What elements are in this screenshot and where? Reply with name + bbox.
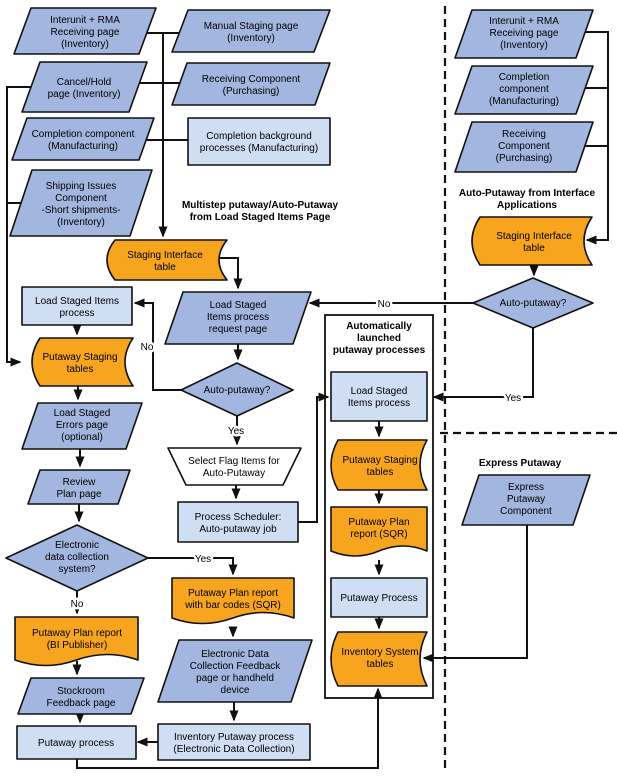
auto-launched-container bbox=[324, 314, 434, 699]
node-edc-feedback-page bbox=[157, 639, 313, 703]
edge-scheduler-to-container-process bbox=[298, 392, 330, 523]
node-putaway-plan-report-bi-publisher bbox=[14, 616, 139, 667]
node-shipping-issues-component bbox=[9, 169, 153, 237]
edge-label-yes-right: Yes bbox=[505, 393, 521, 404]
node-process-scheduler bbox=[177, 501, 299, 543]
node-load-staged-items-process-container bbox=[330, 371, 428, 422]
edge-label-no-right: No bbox=[378, 299, 391, 310]
node-manual-staging-page bbox=[171, 9, 331, 53]
node-interunit-rma-receiving-right bbox=[454, 9, 594, 59]
node-staging-interface-table-left bbox=[106, 239, 228, 281]
node-select-flag-items bbox=[167, 447, 302, 486]
node-completion-background-processes bbox=[187, 117, 331, 166]
node-review-plan-page bbox=[27, 469, 131, 505]
node-receiving-component-left-label: Receiving Component(Purchasing) bbox=[202, 74, 301, 97]
node-inventory-putaway-process bbox=[157, 723, 311, 761]
node-putaway-process-container-label: Putaway Process bbox=[340, 593, 417, 604]
node-manual-staging-page-label: Manual Staging page(Inventory) bbox=[204, 21, 299, 44]
node-putaway-plan-report-bi-publisher-label: Putaway Plan report(BI Publisher) bbox=[32, 628, 122, 651]
node-putaway-process-left-label: Putaway process bbox=[38, 738, 114, 749]
node-putaway-process-container bbox=[330, 577, 428, 618]
edge-label-no-edc: No bbox=[71, 599, 84, 610]
node-completion-component-left bbox=[11, 117, 155, 161]
edge-yes-r-to-container-process bbox=[432, 328, 534, 402]
node-load-staged-errors-page bbox=[21, 402, 143, 450]
node-completion-component-left-label: Completion component(Manufacturing) bbox=[32, 129, 135, 152]
decision-auto-putaway-right bbox=[472, 277, 594, 329]
edge-edc-yes-to-barcode-report bbox=[148, 557, 238, 576]
node-load-staged-items-process-left bbox=[21, 286, 133, 326]
node-inventory-system-tables bbox=[330, 631, 428, 687]
heading-express-putaway: Express Putaway bbox=[479, 458, 562, 469]
node-stockroom-feedback-page bbox=[17, 677, 145, 715]
node-process-scheduler-label: Process Scheduler:Auto-putaway job bbox=[195, 512, 282, 535]
decision-auto-putaway-middle-label: Auto-putaway? bbox=[204, 385, 271, 396]
node-putaway-staging-tables-container bbox=[330, 439, 428, 491]
node-putaway-plan-report-sqr bbox=[330, 506, 428, 557]
node-cancel-hold-page bbox=[21, 61, 148, 113]
edge-express-to-inventory-tables bbox=[422, 525, 528, 663]
node-interunit-rma-receiving-left bbox=[13, 7, 157, 55]
decision-auto-putaway-right-label: Auto-putaway? bbox=[500, 298, 567, 309]
node-putaway-staging-tables-left bbox=[31, 337, 134, 387]
node-putaway-plan-report-barcodes bbox=[171, 577, 295, 625]
node-receiving-component-right bbox=[454, 121, 594, 173]
node-load-staged-items-request-page bbox=[164, 291, 312, 345]
node-inventory-putaway-process-label: Inventory Putaway process(Electronic Dat… bbox=[173, 732, 294, 755]
node-express-putaway-component bbox=[461, 474, 591, 526]
decision-auto-putaway-middle bbox=[180, 362, 294, 417]
edge-label-no-middle: No bbox=[141, 342, 154, 353]
edge-staging-to-request-page bbox=[219, 257, 243, 290]
edge-no-to-load-staged-process bbox=[133, 298, 181, 391]
edge-label-yes-edc: Yes bbox=[195, 554, 211, 565]
node-staging-interface-table-right bbox=[471, 216, 593, 266]
edge-left-trunk-to-putaway-staging bbox=[6, 86, 31, 367]
edge-putaway-process-to-inventory-tables bbox=[76, 687, 383, 769]
node-putaway-process-left bbox=[16, 725, 137, 760]
node-completion-component-right bbox=[454, 65, 594, 115]
node-receiving-component-left bbox=[171, 62, 331, 106]
decision-electronic-data-collection bbox=[5, 524, 149, 592]
edge-label-yes-middle: Yes bbox=[228, 426, 244, 437]
edge-right-trunk-to-staging-table bbox=[585, 31, 609, 245]
